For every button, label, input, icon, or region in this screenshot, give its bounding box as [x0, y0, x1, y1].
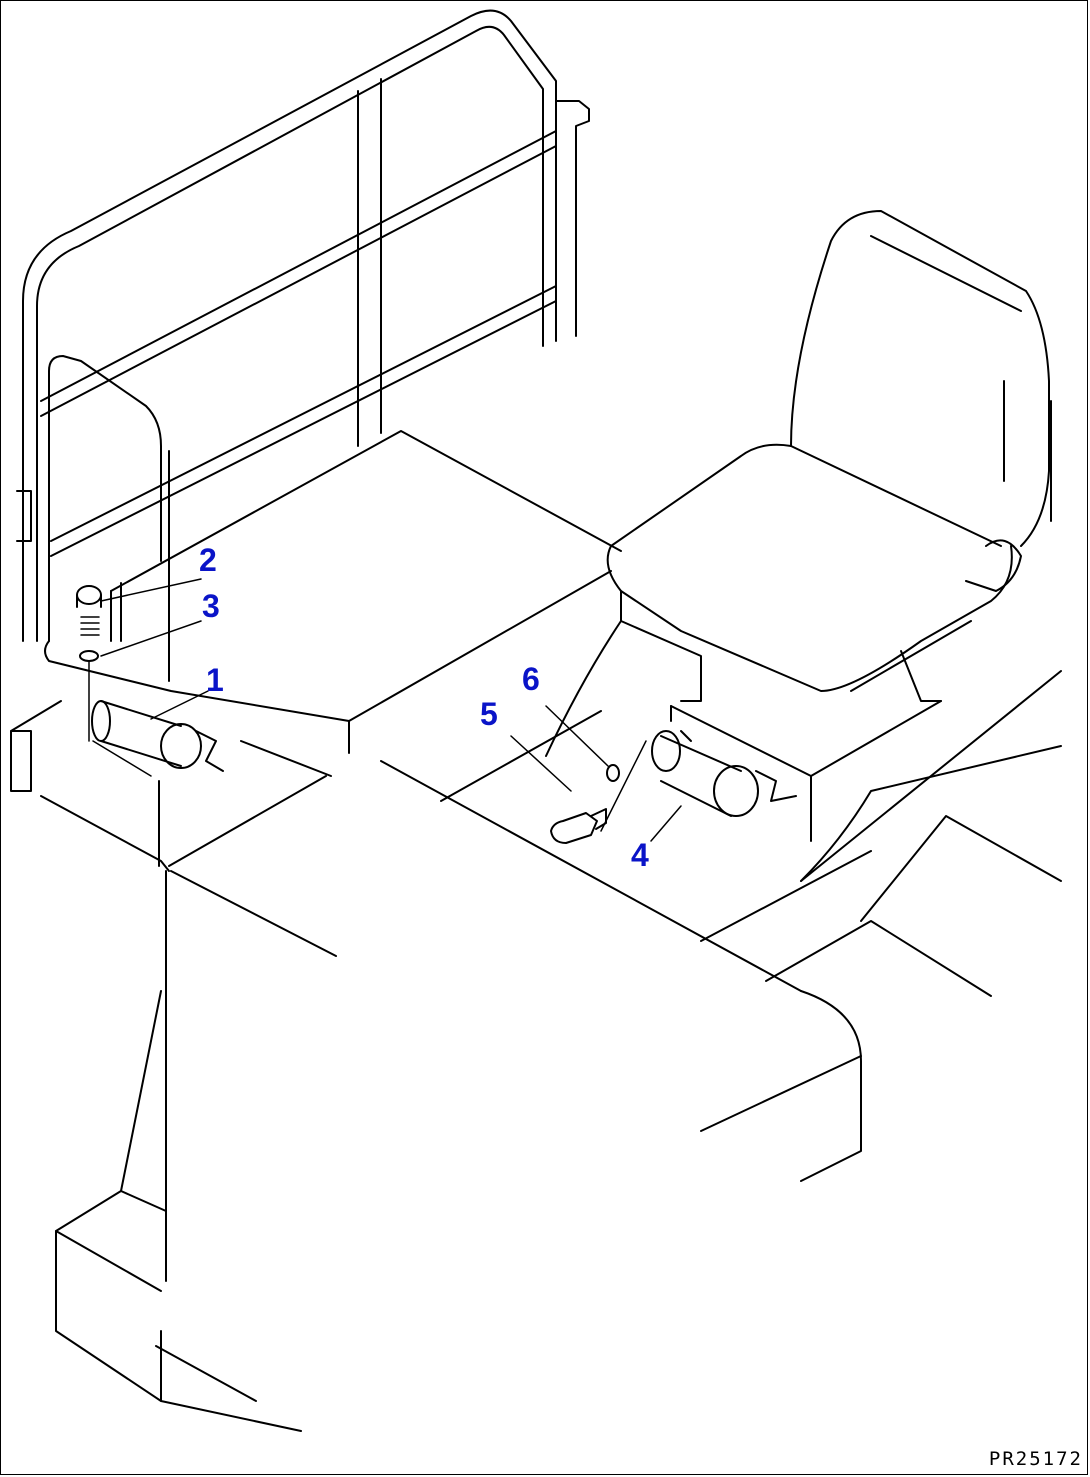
- callout-5: 5: [480, 696, 498, 732]
- cap-and-spring: [76, 585, 102, 662]
- lamp-assembly-right: [651, 730, 797, 817]
- callout-4: 4: [631, 837, 649, 873]
- bolt-and-washer: [550, 740, 647, 844]
- lower-body: [55, 870, 302, 1432]
- lamp-assembly-left: [88, 660, 224, 777]
- deck-platform: [10, 430, 1062, 1182]
- leader-lines: [100, 578, 682, 842]
- operator-seat: [545, 210, 1052, 842]
- callout-1: 1: [206, 662, 224, 698]
- callout-2: 2: [199, 542, 217, 578]
- callout-3: 3: [202, 588, 220, 624]
- callout-6: 6: [522, 661, 540, 697]
- drawing-code: PR25172: [988, 1448, 1083, 1470]
- guard-rail: [16, 9, 590, 682]
